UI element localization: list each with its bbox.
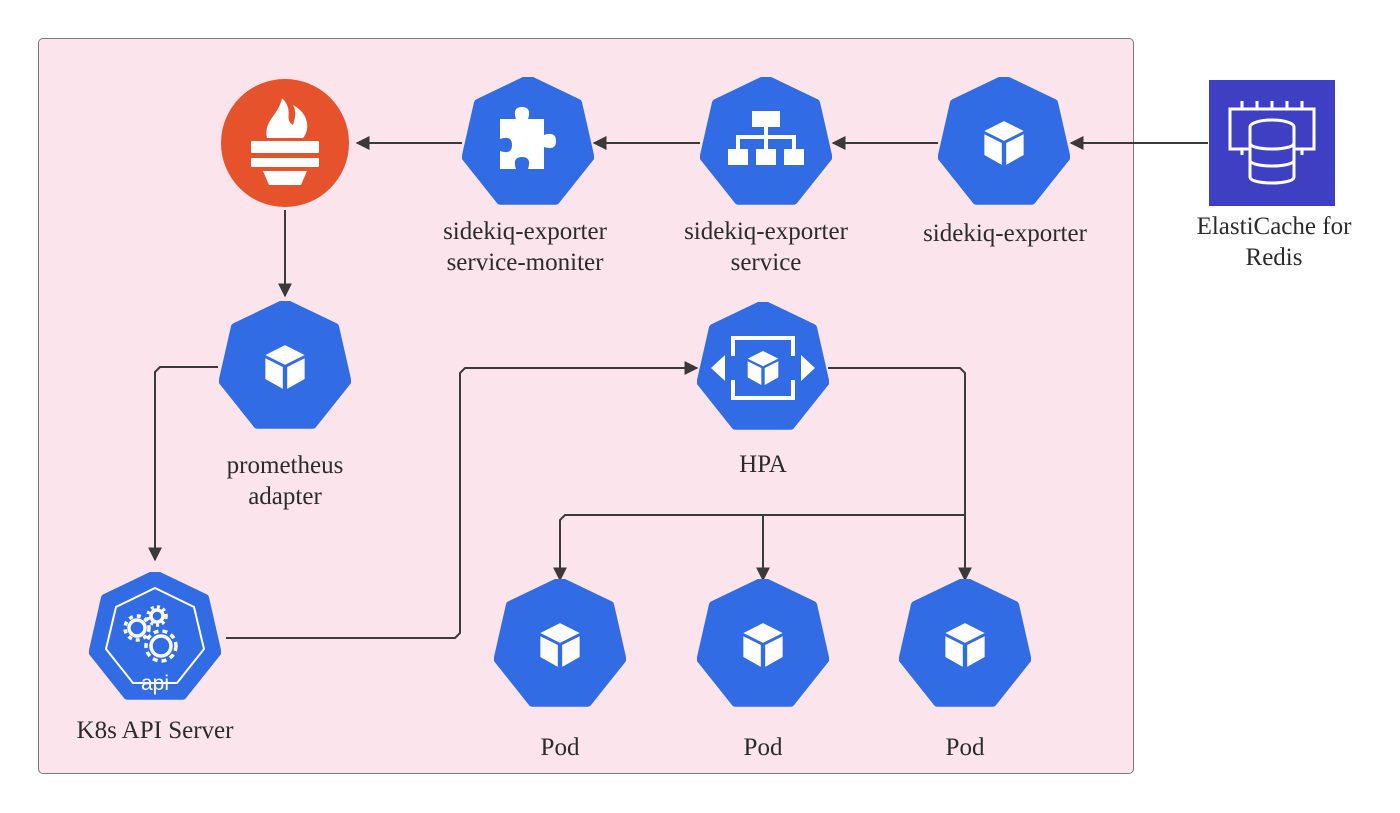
pod-label-3: Pod bbox=[945, 734, 985, 761]
pod-label-1: Pod bbox=[540, 734, 580, 761]
pod-node-1[interactable] bbox=[498, 581, 623, 703]
hpa-label-line1: HPA bbox=[739, 451, 787, 478]
service-network-icon bbox=[728, 111, 804, 165]
service-monitor-label-line2: service-moniter bbox=[446, 249, 604, 276]
elasticache-label-line1: ElastiCache for bbox=[1196, 213, 1352, 240]
pod-label-2: Pod bbox=[743, 734, 783, 761]
api-server-node[interactable] bbox=[93, 574, 218, 696]
exporter-pod-label-line1: sidekiq-exporter bbox=[923, 220, 1087, 247]
exporter-service-label-line1: sidekiq-exporter bbox=[684, 218, 848, 245]
prometheus-adapter-label-line1: prometheus bbox=[226, 452, 344, 479]
hpa-label: HPA bbox=[739, 449, 787, 480]
exporter-pod-label: sidekiq-exporter bbox=[923, 218, 1087, 249]
service-monitor-label-line1: sidekiq-exporter bbox=[443, 218, 607, 245]
api-badge: api bbox=[140, 672, 170, 695]
hpa-scale-icon bbox=[711, 336, 815, 400]
elasticache-icon bbox=[1228, 101, 1316, 185]
elasticache-node[interactable] bbox=[1209, 80, 1335, 206]
elasticache-label-line2: Redis bbox=[1245, 244, 1303, 271]
edge-adapter-to-apiserver bbox=[148, 366, 218, 562]
edge-apiserver-to-hpa bbox=[226, 361, 699, 639]
elasticache-label: ElastiCache for Redis bbox=[1197, 211, 1352, 273]
prometheus-adapter-node[interactable] bbox=[223, 303, 348, 425]
edge-hpa-to-pod-1 bbox=[553, 514, 965, 582]
hpa-node[interactable] bbox=[701, 304, 826, 426]
api-inner-heptagon bbox=[104, 586, 206, 684]
service-monitor-node[interactable] bbox=[466, 79, 591, 201]
service-monitor-label: sidekiq-exporter service-moniter bbox=[443, 216, 607, 278]
api-server-label-line1: K8s API Server bbox=[76, 717, 234, 744]
pod-node-2[interactable] bbox=[701, 581, 826, 703]
api-server-label: K8s API Server bbox=[77, 715, 234, 746]
puzzle-icon bbox=[500, 107, 556, 169]
exporter-pod-node[interactable] bbox=[942, 79, 1067, 201]
gears-icon bbox=[123, 605, 178, 663]
prometheus-adapter-label: prometheus adapter bbox=[227, 450, 344, 512]
prometheus-torch-icon bbox=[251, 98, 319, 185]
prometheus-adapter-label-line2: adapter bbox=[248, 483, 322, 510]
exporter-service-label-line2: service bbox=[730, 249, 802, 276]
exporter-service-node[interactable] bbox=[704, 79, 829, 201]
edge-hpa-to-pods bbox=[828, 367, 972, 582]
exporter-service-label: sidekiq-exporter service bbox=[684, 216, 848, 278]
prometheus-node[interactable] bbox=[221, 79, 349, 207]
edges bbox=[148, 136, 1208, 639]
pod-node-3[interactable] bbox=[903, 581, 1028, 703]
